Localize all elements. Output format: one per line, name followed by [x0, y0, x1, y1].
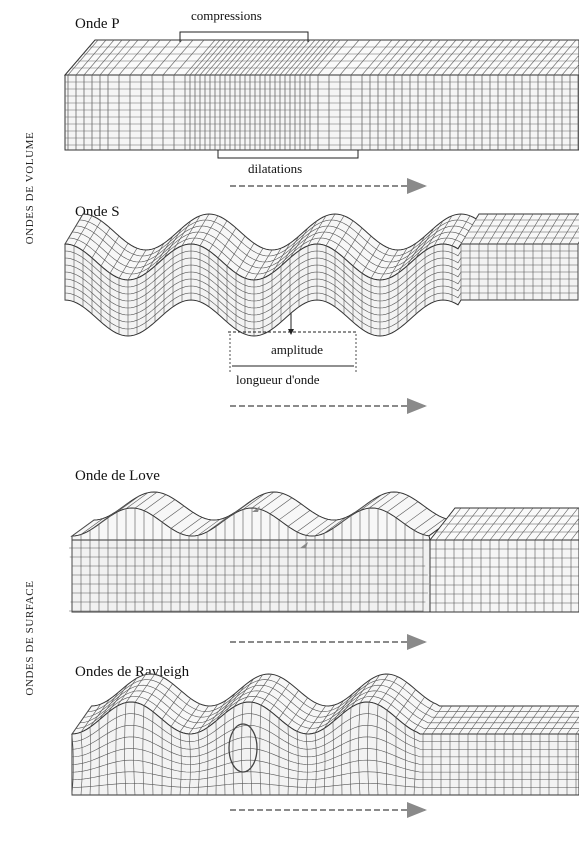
- compressions-label: compressions: [191, 8, 262, 23]
- wavelength-label: longueur d'onde: [236, 372, 320, 387]
- amplitude-label: amplitude: [271, 342, 323, 357]
- p-wave-block: [63, 39, 579, 151]
- love-wave-block: [69, 491, 579, 613]
- s-wave-block: [64, 213, 579, 337]
- compressions-brace: [179, 31, 309, 42]
- particle-motion-ellipse: [228, 723, 258, 773]
- love-motion-arrow-1: [252, 506, 260, 512]
- dilatations-label: dilatations: [248, 161, 303, 176]
- dilatations-brace: [217, 150, 359, 159]
- love-wave-title: Onde de Love: [75, 468, 160, 484]
- rayleigh-wave-block: [70, 673, 579, 796]
- p-wave-title: Onde P: [75, 16, 120, 32]
- love-motion-arrow-2: [300, 542, 308, 548]
